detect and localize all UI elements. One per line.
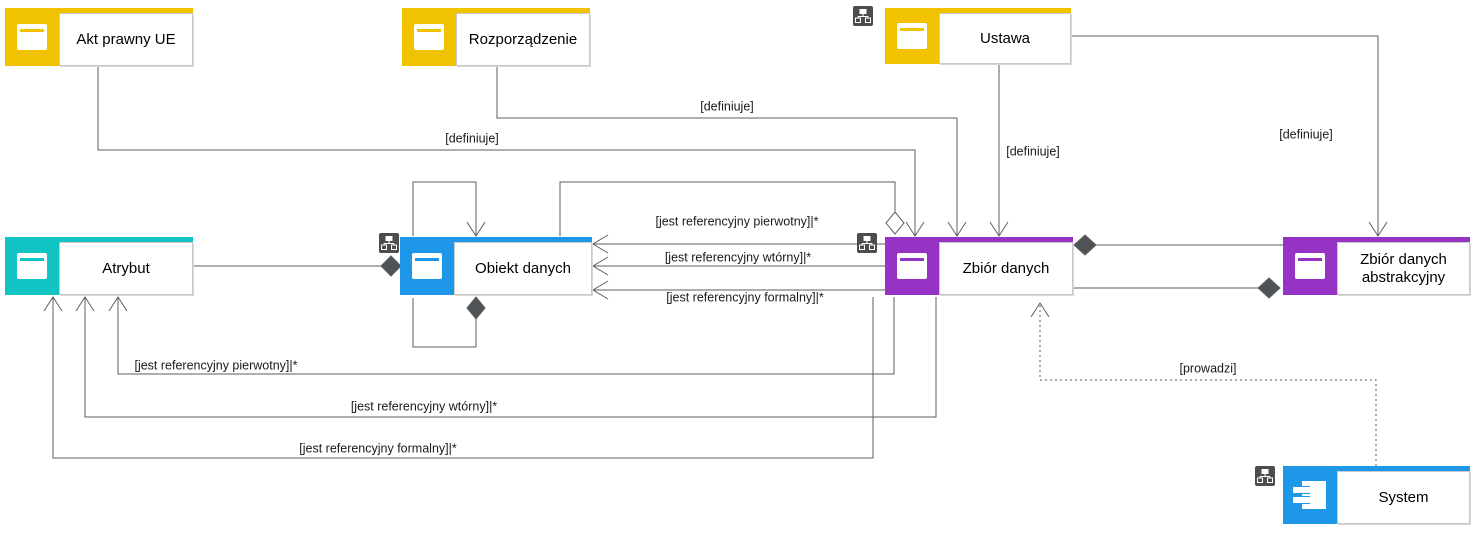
sitemap-icon xyxy=(379,233,399,253)
node-label: Zbiór danych abstrakcyjny xyxy=(1360,251,1447,286)
sitemap-badge-obiekt-danych[interactable] xyxy=(379,233,399,253)
edge-system-prowadzi-zbior xyxy=(1030,302,1377,466)
node-label: Zbiór danych xyxy=(962,259,1050,277)
node-topbar xyxy=(939,8,1071,13)
node-topbar xyxy=(59,8,193,13)
edge-label-definiuje-akt: [definiuje] xyxy=(442,131,502,147)
node-color-square xyxy=(885,237,939,295)
edge-zbior-atrybut-formalny xyxy=(43,296,874,459)
sitemap-icon xyxy=(853,6,873,26)
node-topbar xyxy=(939,237,1073,242)
edge-label-wtorny-top: [jest referencyjny wtórny]|* xyxy=(661,250,815,266)
window-icon xyxy=(414,24,444,50)
node-color-square xyxy=(1283,466,1337,524)
node-topbar xyxy=(456,8,590,13)
edge-zbior-abstrakcyjny-lower xyxy=(1073,277,1281,299)
edge-obiekt-self-top xyxy=(412,181,486,237)
edge-label-formalny-bottom: [jest referencyjny formalny]|* xyxy=(296,441,460,457)
node-topbar xyxy=(59,237,193,242)
node-label: System xyxy=(1378,488,1429,506)
node-zbior-danych[interactable]: Zbiór danych xyxy=(885,237,1073,295)
node-akt-prawny-ue[interactable]: Akt prawny UE xyxy=(5,8,193,66)
edge-label-formalny-top: [jest referencyjny formalny]|* xyxy=(663,290,827,306)
node-color-square xyxy=(885,8,939,64)
sitemap-icon xyxy=(857,233,877,253)
window-icon xyxy=(17,24,47,50)
node-color-square xyxy=(402,8,456,66)
edge-label-pierwotny-top: [jest referencyjny pierwotny]|* xyxy=(652,214,822,230)
node-obiekt-danych[interactable]: Obiekt danych xyxy=(400,237,592,295)
node-rozporzadzenie[interactable]: Rozporządzenie xyxy=(402,8,590,66)
edge-label-definiuje-abstrakcyjny: [definiuje] xyxy=(1276,127,1336,143)
edge-zbior-abstrakcyjny-upper xyxy=(1073,234,1283,256)
node-color-square xyxy=(400,237,454,295)
edge-label-wtorny-bottom: [jest referencyjny wtórny]|* xyxy=(347,399,501,415)
edge-zbior-atrybut-wtorny xyxy=(75,296,937,418)
window-icon xyxy=(897,23,927,49)
node-ustawa[interactable]: Ustawa xyxy=(885,8,1071,64)
window-icon xyxy=(17,253,47,279)
edge-label-pierwotny-bottom: [jest referencyjny pierwotny]|* xyxy=(131,358,301,374)
window-icon xyxy=(412,253,442,279)
node-topbar xyxy=(1337,466,1470,471)
node-label: Atrybut xyxy=(102,259,150,277)
node-atrybut[interactable]: Atrybut xyxy=(5,237,193,295)
edge-akt-definiuje-zbior xyxy=(97,66,925,237)
node-label: Rozporządzenie xyxy=(468,30,578,48)
edge-rozporzadzenie-definiuje-zbior xyxy=(496,66,967,237)
sitemap-icon xyxy=(1255,466,1275,486)
sitemap-badge-system[interactable] xyxy=(1255,466,1275,486)
node-label: Akt prawny UE xyxy=(76,30,176,48)
window-icon xyxy=(897,253,927,279)
sitemap-badge-ustawa[interactable] xyxy=(853,6,873,26)
component-icon xyxy=(1293,481,1326,509)
edge-ustawa-definiuje-abstrakcyjny xyxy=(1071,35,1388,237)
node-color-square xyxy=(5,237,59,295)
node-system[interactable]: System xyxy=(1283,466,1470,524)
edge-label-definiuje-ustawa: [definiuje] xyxy=(1003,144,1063,160)
edge-obiekt-self-bottom xyxy=(412,296,486,348)
edge-label-definiuje-rozporzadzenie: [definiuje] xyxy=(697,99,757,115)
node-label: Ustawa xyxy=(979,29,1031,47)
sitemap-badge-zbior-danych[interactable] xyxy=(857,233,877,253)
edge-atrybut-obiekt xyxy=(193,255,402,277)
node-zbior-danych-abstrakcyjny[interactable]: Zbiór danych abstrakcyjny xyxy=(1283,237,1470,295)
edge-label-prowadzi: [prowadzi] xyxy=(1176,361,1240,377)
node-topbar xyxy=(454,237,592,242)
window-icon xyxy=(1295,253,1325,279)
node-color-square xyxy=(5,8,59,66)
node-topbar xyxy=(1337,237,1470,242)
node-label: Obiekt danych xyxy=(475,259,571,277)
node-color-square xyxy=(1283,237,1337,295)
